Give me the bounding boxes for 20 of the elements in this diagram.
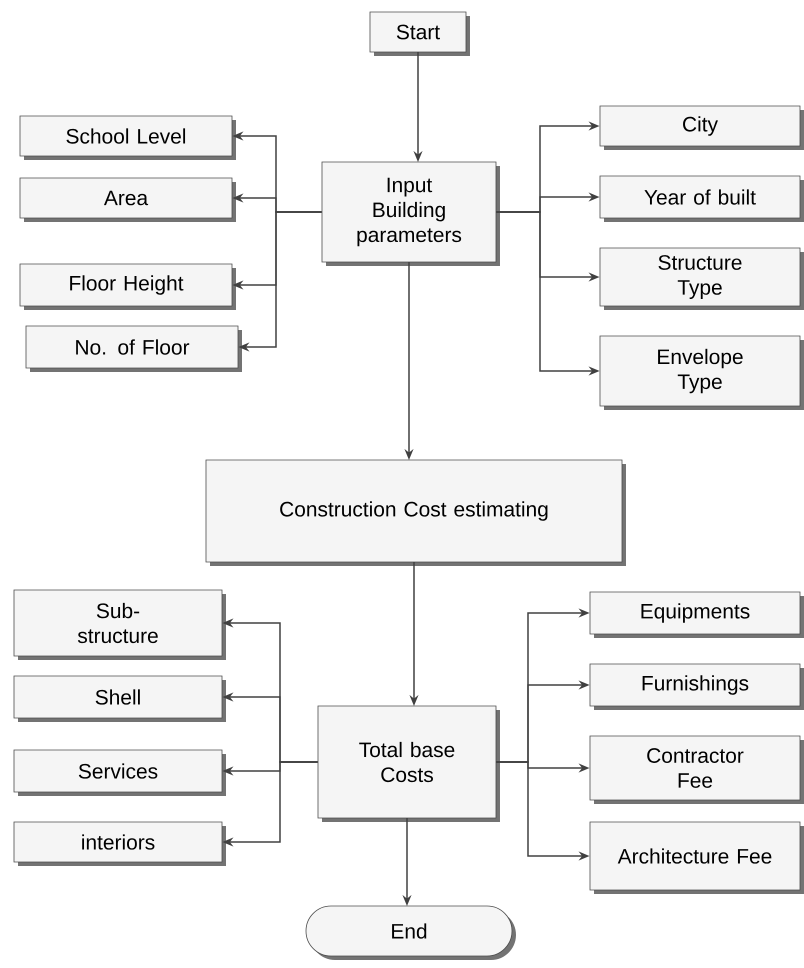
- process-box: Furnishings: [590, 664, 804, 710]
- process-box: Year of built: [600, 176, 804, 222]
- process-box: Total base Costs: [318, 706, 500, 822]
- process-box: Construction Cost estimating: [206, 460, 626, 566]
- process-box: Floor Height: [20, 264, 236, 310]
- process-box: Input Building parameters: [322, 162, 500, 266]
- process-box: Architecture Fee: [590, 822, 804, 894]
- process-box: Equipments: [590, 592, 804, 638]
- process-box: City: [600, 106, 804, 150]
- process-box: interiors: [14, 822, 226, 866]
- process-box: Envelope Type: [600, 336, 804, 410]
- process-box: Area: [20, 178, 236, 222]
- process-box: Services: [14, 750, 226, 796]
- process-box: Sub- structure: [14, 590, 226, 660]
- process-box: Contractor Fee: [590, 736, 804, 804]
- process-box: Start: [370, 12, 470, 56]
- process-box: No. of Floor: [26, 326, 242, 372]
- process-box: Shell: [14, 676, 226, 722]
- process-box: School Level: [20, 116, 236, 160]
- process-box: Structure Type: [600, 248, 804, 310]
